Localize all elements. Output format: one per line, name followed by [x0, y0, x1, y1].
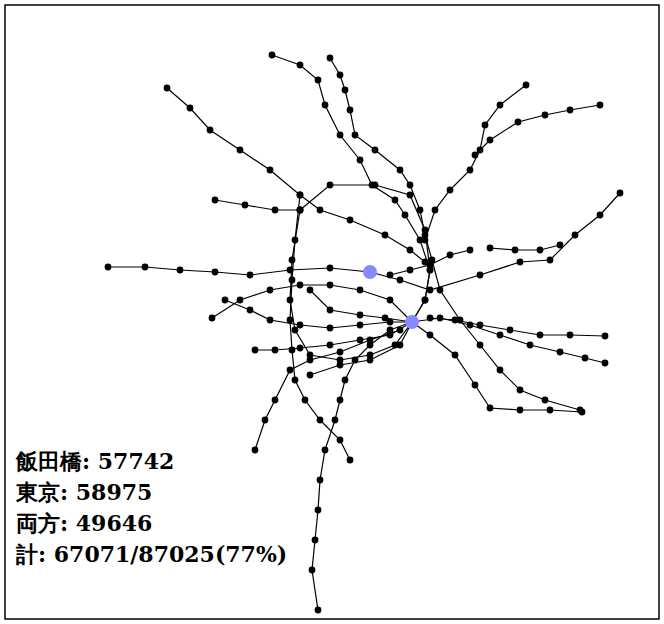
station-highlight — [405, 315, 419, 329]
station-count: 飯田橋: 57742 — [14, 448, 176, 474]
station-count: 両方: 49646 — [14, 510, 154, 536]
station-count: 計: 67071/87025(77%) — [14, 541, 289, 567]
station-highlight — [363, 265, 377, 279]
frame — [5, 5, 659, 619]
station-count: 東京: 58975 — [14, 479, 154, 505]
rail-lines — [108, 55, 620, 610]
